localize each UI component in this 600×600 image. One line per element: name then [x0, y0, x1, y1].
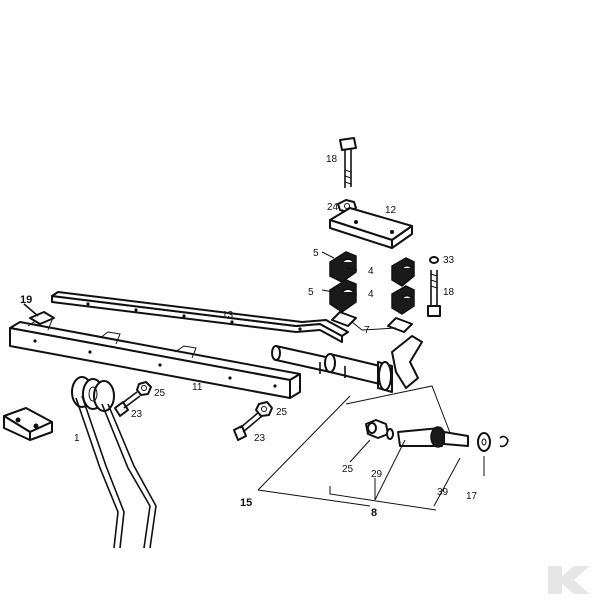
washer-29	[386, 428, 394, 440]
bolt-23-lower	[233, 411, 263, 441]
watermark-logo	[548, 566, 590, 594]
callout-1: 1	[74, 433, 80, 444]
bolt-23-upper	[114, 391, 141, 417]
bolt-18-top	[339, 137, 357, 188]
part-5-lower-clamp	[329, 279, 415, 315]
detail-box-8	[329, 385, 453, 511]
circlip	[499, 435, 509, 448]
callout-17: 17	[466, 491, 478, 502]
part-11-lower-channel	[9, 317, 301, 399]
callout-7: 7	[364, 325, 370, 336]
part-7-shims	[331, 311, 413, 333]
part-13-upper-strap	[51, 291, 349, 343]
callout-4a: 4	[368, 266, 374, 277]
callout-labels: 1 4 4 5 5 7 8 11 12 13 15 17 18 18 19 23…	[20, 154, 478, 519]
callout-25a: 25	[154, 388, 166, 399]
callout-13: 13	[222, 310, 234, 321]
part-12-top-plate	[329, 207, 413, 249]
callout-25c: 25	[342, 464, 354, 475]
callout-4b: 4	[368, 289, 374, 300]
bolt-18-side	[427, 270, 441, 317]
callout-24: 24	[327, 202, 339, 213]
callout-25b: 25	[276, 407, 288, 418]
callout-29: 29	[371, 469, 383, 480]
tine-clamp-plate	[3, 407, 53, 441]
nut-25-lower	[255, 401, 273, 417]
callout-18a: 18	[326, 154, 338, 165]
callout-19: 19	[20, 294, 32, 306]
callout-8: 8	[371, 507, 377, 519]
washer-17	[477, 432, 491, 452]
callout-15: 15	[240, 497, 252, 509]
callout-39: 39	[437, 487, 449, 498]
callout-23a: 23	[131, 409, 143, 420]
callout-11: 11	[192, 382, 203, 393]
callout-18b: 18	[443, 287, 455, 298]
part-1-spring-tine	[71, 376, 157, 549]
part-15-main-shaft	[271, 335, 423, 393]
callout-5a: 5	[313, 248, 319, 259]
leader-lines	[257, 251, 485, 507]
part-5-upper-clamp	[329, 251, 415, 287]
callout-12: 12	[385, 205, 397, 216]
washer-33	[429, 256, 439, 264]
callout-33: 33	[443, 255, 455, 266]
part-19-end-bracket	[23, 303, 55, 325]
nut-25-detail	[365, 419, 389, 439]
callout-5b: 5	[308, 287, 314, 298]
callout-23b: 23	[254, 433, 266, 444]
pin-39	[397, 426, 469, 448]
nut-25-upper	[136, 381, 152, 396]
